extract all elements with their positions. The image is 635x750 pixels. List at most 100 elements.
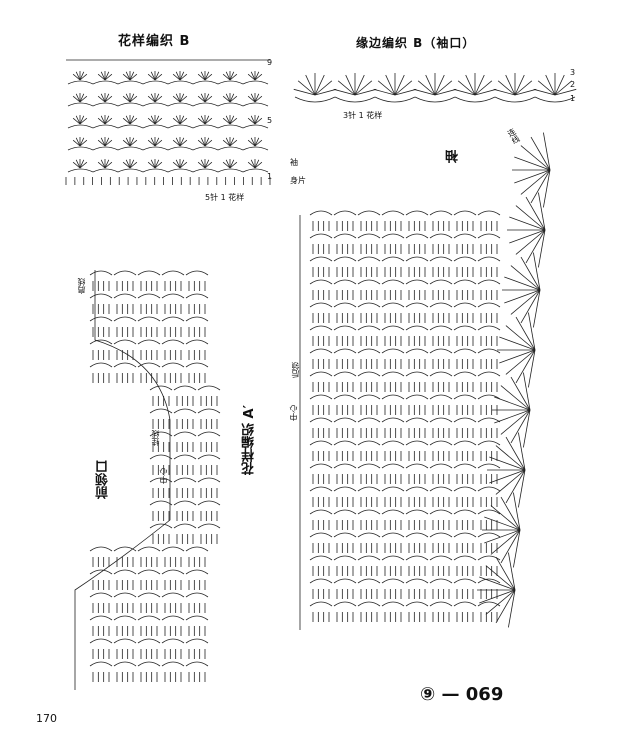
chain-arc — [309, 394, 333, 400]
fan-stitch — [197, 139, 206, 147]
chain-arc — [405, 532, 429, 538]
chain-arc — [477, 279, 501, 285]
chain-arc — [185, 362, 209, 368]
fan-stitch — [122, 161, 131, 169]
chain-arc — [381, 509, 405, 515]
chain-arc — [405, 486, 429, 492]
fan-stitch — [510, 409, 531, 444]
fan-stitch — [154, 161, 163, 169]
fan-stitch — [489, 469, 526, 484]
fan-stitch — [484, 529, 521, 544]
chain-arc — [173, 477, 197, 483]
chain-arc — [429, 555, 453, 561]
fan-stitch — [250, 115, 256, 125]
fan-stitch — [254, 137, 260, 147]
fan-stitch — [204, 73, 213, 81]
fan-stitch — [204, 137, 210, 147]
fan-stitch — [225, 93, 231, 103]
chain-arc — [357, 417, 381, 423]
figure-id: ⑨ — 069 — [420, 684, 504, 705]
chain-arc — [477, 371, 501, 377]
chain-arc — [333, 233, 357, 239]
fan-stitch — [175, 115, 181, 125]
chain-arc — [357, 371, 381, 377]
chain-arc — [429, 210, 453, 216]
chain-arc — [113, 339, 137, 345]
fan-stitch — [457, 80, 476, 96]
fan-stitch — [154, 139, 163, 147]
chain-arc — [477, 440, 501, 446]
chain-arc — [357, 578, 381, 584]
chain-arc — [453, 486, 477, 492]
fan-stitch — [505, 325, 536, 351]
fan-stitch — [254, 71, 260, 81]
fan-stitch — [229, 93, 235, 103]
fan-stitch — [254, 95, 263, 103]
chain-arc — [333, 417, 357, 423]
fan-stitch — [72, 117, 81, 125]
chain-arc — [309, 325, 333, 331]
fan-stitch — [520, 145, 551, 171]
fan-stitch — [479, 589, 516, 604]
fan-stitch — [100, 159, 106, 169]
fan-stitch — [305, 74, 316, 96]
fan-stitch — [225, 137, 231, 147]
chain-arc — [161, 362, 185, 368]
fan-stitch — [154, 71, 160, 81]
repeat-5-label: 5针 1 花样 — [205, 193, 245, 202]
chain-arc — [453, 256, 477, 262]
fan-stitch — [97, 161, 106, 169]
fan-stitch — [254, 139, 263, 147]
fan-stitch — [100, 71, 106, 81]
fan-stitch — [254, 161, 263, 169]
fan-stitch — [129, 137, 135, 147]
chain-arc — [309, 233, 333, 239]
fan-stitch — [100, 115, 106, 125]
chain-arc — [453, 302, 477, 308]
chain-arc — [333, 302, 357, 308]
fan-stitch — [225, 159, 231, 169]
chain-arc — [89, 615, 113, 621]
chain-arc — [117, 102, 144, 107]
fan-stitch — [229, 95, 238, 103]
fan-stitch — [72, 139, 81, 147]
chain-arc — [405, 325, 429, 331]
chain-arc — [405, 233, 429, 239]
chain-arc — [149, 523, 173, 529]
chain-arc — [309, 486, 333, 492]
fan-stitch — [104, 95, 113, 103]
chain-arc — [242, 124, 269, 129]
chain-arc — [357, 325, 381, 331]
fan-stitch — [490, 505, 521, 531]
fan-stitch — [129, 139, 138, 147]
chain-arc — [357, 440, 381, 446]
fan-stitch — [494, 409, 531, 424]
chain-arc — [429, 256, 453, 262]
chain-arc — [333, 279, 357, 285]
chain-arc — [477, 532, 501, 538]
fan-stitch — [254, 73, 263, 81]
fan-stitch — [179, 95, 188, 103]
fan-stitch — [200, 71, 206, 81]
edging-scallop — [374, 96, 416, 103]
fan-stitch — [222, 95, 231, 103]
chain-arc — [217, 102, 244, 107]
chain-arc — [217, 124, 244, 129]
chain-arc — [137, 316, 161, 322]
chain-arc — [89, 546, 113, 552]
fan-stitch — [247, 95, 256, 103]
fan-stitch — [125, 93, 131, 103]
fan-stitch — [204, 159, 210, 169]
chain-arc — [405, 509, 429, 515]
chain-arc — [405, 463, 429, 469]
fan-stitch — [222, 161, 231, 169]
chain-arc — [357, 233, 381, 239]
fan-stitch — [204, 93, 210, 103]
fan-stitch — [147, 139, 156, 147]
chain-arc — [142, 168, 169, 173]
fan-stitch — [537, 80, 556, 96]
chain-arc — [381, 256, 405, 262]
fan-stitch — [129, 95, 138, 103]
fan-stitch — [493, 88, 516, 96]
chain-arc — [453, 509, 477, 515]
